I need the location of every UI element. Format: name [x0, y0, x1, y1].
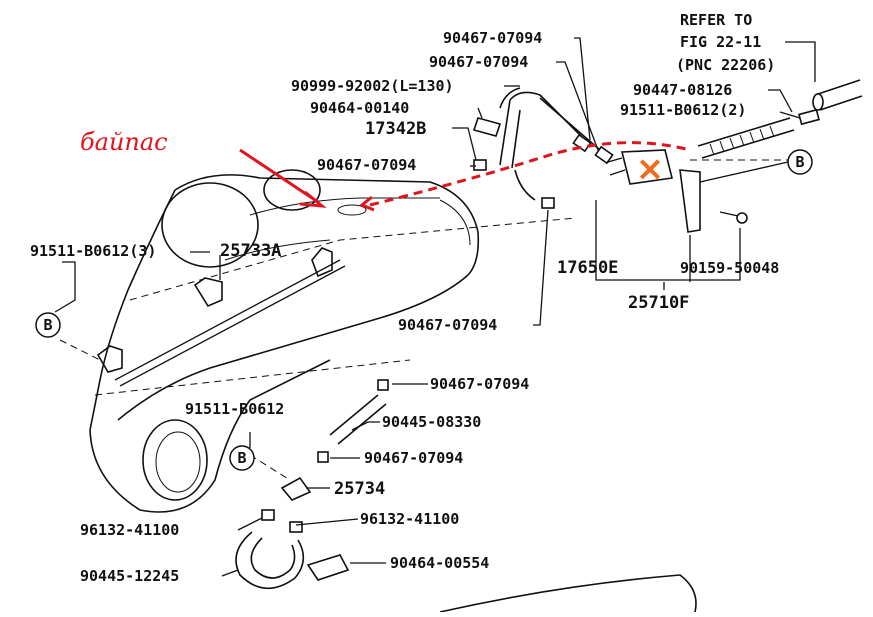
dashed-guides — [59, 159, 800, 481]
intake-duct — [89, 169, 480, 513]
label-90467-07094-c: 90467-07094 — [317, 156, 416, 174]
bypass-arrowhead — [299, 190, 327, 208]
svg-text:FIG 22-11: FIG 22-11 — [680, 33, 761, 51]
label-91511-b0612-3: 91511-B0612(3) — [30, 242, 156, 260]
label-96132-41100-a: 96132-41100 — [80, 521, 179, 539]
cross-mark-icon: × — [636, 149, 665, 189]
label-25710f: 25710F — [628, 293, 689, 313]
callout-b-2: B — [229, 445, 255, 471]
bypass-annotation: байпас × — [80, 128, 691, 212]
label-90464-00140: 90464-00140 — [310, 99, 409, 117]
bypass-route-arrowhead — [359, 195, 375, 212]
bypass-handwritten-label: байпас — [80, 128, 168, 156]
label-96132-41100-b: 96132-41100 — [360, 510, 459, 528]
label-91511-b0612-2: 91511-B0612(2) — [620, 101, 746, 119]
label-90445-08330: 90445-08330 — [382, 413, 481, 431]
svg-text:B: B — [43, 316, 52, 334]
label-90467-07094-e: 90467-07094 — [430, 375, 529, 393]
label-90467-07094-f: 90467-07094 — [364, 449, 463, 467]
label-17342b: 17342B — [365, 119, 426, 139]
svg-text:REFER TO: REFER TO — [680, 11, 752, 29]
label-17650e: 17650E — [557, 258, 618, 278]
label-90467-07094-a: 90467-07094 — [443, 29, 542, 47]
svg-text:B: B — [237, 449, 246, 467]
lower-parts — [235, 379, 697, 613]
valve-assembly — [607, 149, 748, 233]
label-90467-07094-d: 90467-07094 — [398, 316, 497, 334]
label-90445-12245: 90445-12245 — [80, 567, 179, 585]
threaded-rod — [697, 79, 863, 159]
label-25733a: 25733A — [220, 241, 281, 261]
upper-hoses — [472, 87, 614, 209]
svg-text:(PNC 22206): (PNC 22206) — [676, 56, 775, 74]
leader-lines — [54, 37, 816, 577]
label-25734: 25734 — [334, 479, 385, 499]
svg-text:B: B — [795, 153, 804, 171]
callout-b-3: B — [787, 149, 813, 175]
refer-to-note: REFER TO FIG 22-11 (PNC 22206) — [676, 11, 775, 74]
label-91511-b0612: 91511-B0612 — [185, 400, 284, 418]
callout-b-1: B — [35, 312, 61, 338]
label-90467-07094-b: 90467-07094 — [429, 53, 528, 71]
label-90999-92002: 90999-92002(L=130) — [291, 77, 454, 95]
label-90464-00554: 90464-00554 — [390, 554, 489, 572]
label-90159-50048: 90159-50048 — [680, 259, 779, 277]
label-90447-08126: 90447-08126 — [633, 81, 732, 99]
